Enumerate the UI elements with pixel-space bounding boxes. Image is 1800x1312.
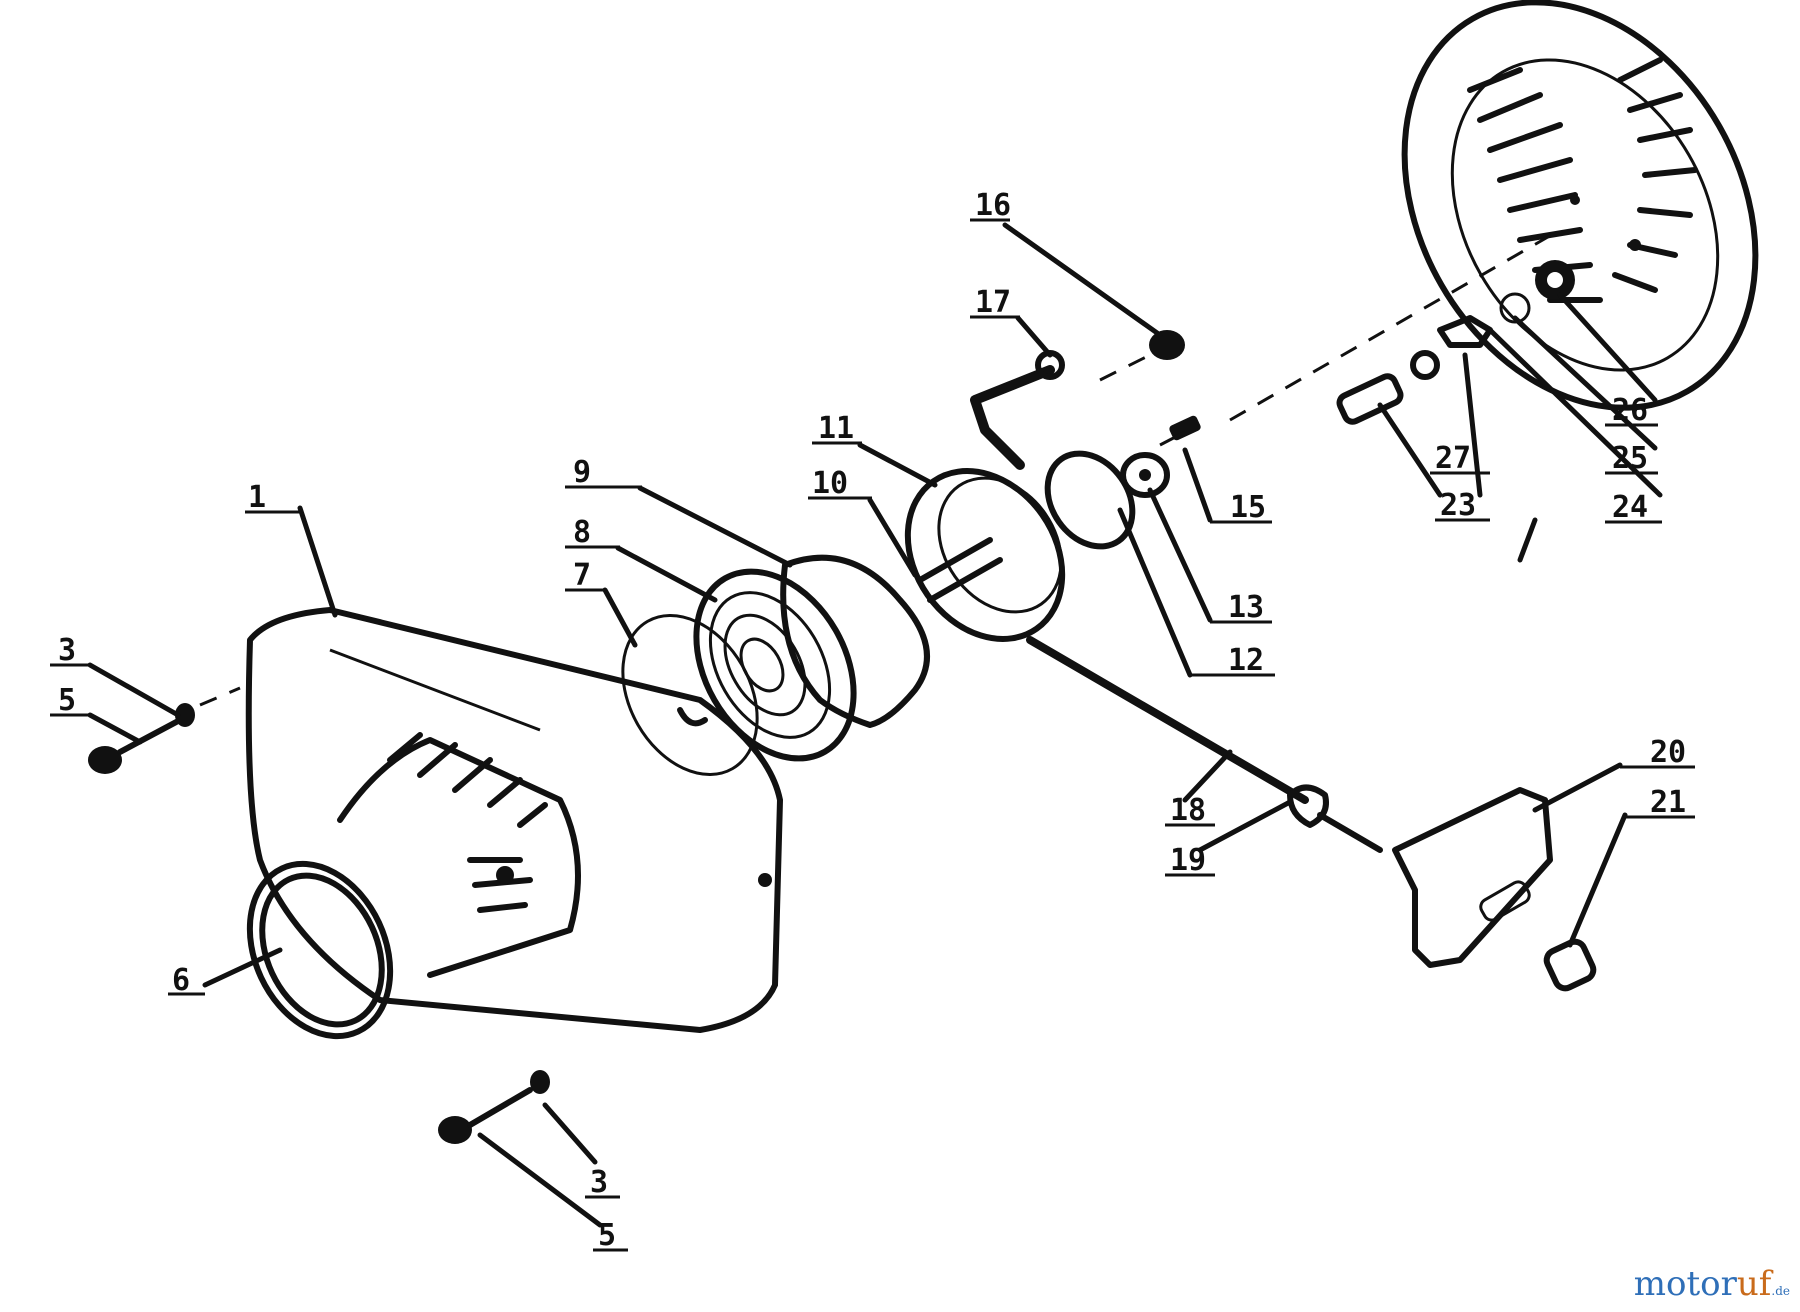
callout-16: 16 [970, 188, 1011, 223]
callout-18-text: 18 [1170, 793, 1206, 828]
callout-20: 20 [1620, 735, 1695, 770]
pawl-16 [1149, 330, 1185, 360]
callout-6: 6 [168, 963, 205, 998]
screw-lower [438, 1070, 550, 1144]
callout-23: 23 [1435, 488, 1490, 523]
spring-housing-9 [780, 554, 930, 728]
callout-24: 24 [1605, 490, 1662, 525]
callout-1-text: 1 [248, 480, 266, 515]
callout-11: 11 [812, 411, 862, 446]
recoil-spring-8 [693, 568, 857, 762]
callout-23-text: 23 [1440, 488, 1476, 523]
callout-7-text: 7 [573, 558, 591, 593]
callout-12-text: 12 [1228, 643, 1264, 678]
callout-12: 12 [1190, 643, 1275, 678]
callout-16-text: 16 [975, 188, 1011, 223]
site-watermark: motoruf.de [1634, 1264, 1790, 1304]
callout-8: 8 [565, 515, 620, 550]
callout-25: 25 [1605, 441, 1658, 476]
callout-19: 19 [1165, 843, 1215, 878]
callout-17: 17 [970, 285, 1020, 320]
callout-9: 9 [565, 455, 642, 490]
callout-3-upper-text: 3 [58, 633, 76, 668]
screw-upper-left [88, 686, 241, 774]
starter-housing-1 [245, 607, 783, 1040]
flywheel-fan [1401, 0, 1759, 411]
callout-17-text: 17 [975, 285, 1011, 320]
fan-hardware [1229, 228, 1561, 425]
spring-17 [970, 350, 1065, 470]
callout-9-text: 9 [573, 455, 591, 490]
callout-10: 10 [808, 466, 872, 501]
callout-5-lower-text: 5 [598, 1218, 616, 1253]
washer-7 [621, 614, 759, 776]
callout-11-text: 11 [818, 411, 854, 446]
callout-7: 7 [565, 558, 607, 593]
callout-27: 27 [1430, 441, 1490, 476]
bolt-15 [1159, 415, 1201, 447]
callout-3-lower: 3 [585, 1165, 620, 1200]
callout-6-text: 6 [172, 963, 190, 998]
callout-21-text: 21 [1650, 785, 1686, 820]
callout-10-text: 10 [812, 466, 848, 501]
callout-20-text: 20 [1650, 735, 1686, 770]
callout-26-text: 26 [1612, 393, 1648, 428]
callout-13-text: 13 [1228, 590, 1264, 625]
callout-27-text: 27 [1435, 441, 1471, 476]
callout-5-upper: 5 [50, 683, 92, 718]
callout-15: 15 [1210, 490, 1272, 525]
callout-18: 18 [1165, 793, 1215, 828]
callout-26: 26 [1605, 393, 1658, 428]
callout-24-text: 24 [1612, 490, 1648, 525]
watermark-text-2: uf [1736, 1264, 1772, 1304]
callout-5-upper-text: 5 [58, 683, 76, 718]
callout-19-text: 19 [1170, 843, 1206, 878]
callout-3-upper: 3 [50, 633, 92, 668]
callout-8-text: 8 [573, 515, 591, 550]
callout-3-lower-text: 3 [590, 1165, 608, 1200]
starter-rope-and-handle [1026, 636, 1597, 992]
callout-25-text: 25 [1612, 441, 1648, 476]
callout-15-text: 15 [1230, 490, 1266, 525]
pulley-assembly [904, 450, 1170, 642]
watermark-text-1: motor [1633, 1264, 1737, 1304]
callout-13: 13 [1210, 590, 1272, 625]
watermark-text-3: .de [1771, 1284, 1790, 1298]
leader-lines [87, 222, 1663, 1228]
callout-5-lower: 5 [593, 1218, 628, 1253]
callout-21: 21 [1625, 785, 1695, 820]
callout-1: 1 [245, 480, 300, 515]
